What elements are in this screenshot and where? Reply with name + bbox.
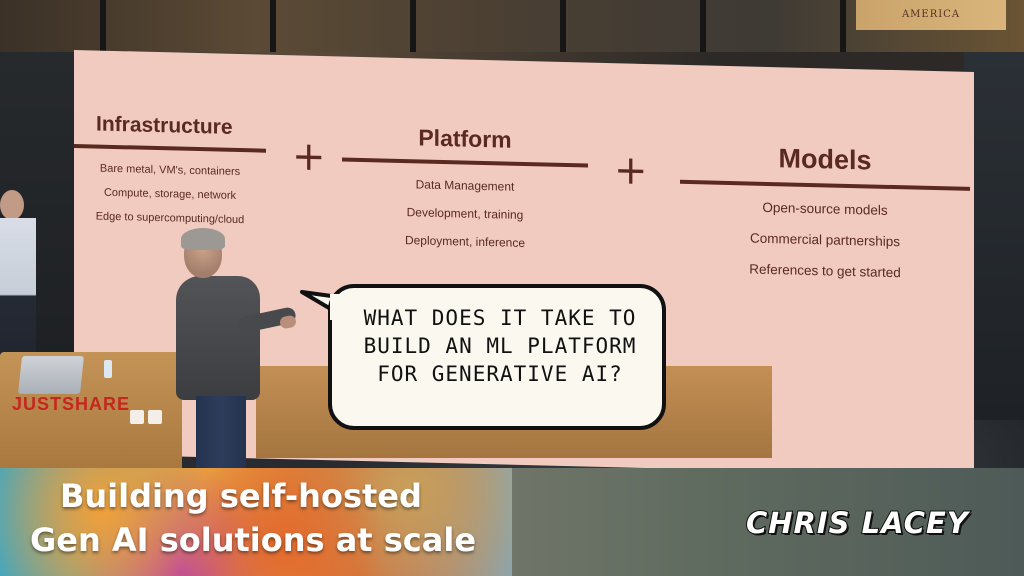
column-item: Bare metal, VM's, containers xyxy=(99,162,241,179)
podium-logo: JUSTSHARE xyxy=(12,394,131,414)
column-item: Commercial partnerships xyxy=(749,230,901,250)
column-item: Edge to supercomputing/cloud xyxy=(95,210,245,227)
slide-column-infrastructure: Infrastructure Bare metal, VM's, contain… xyxy=(74,112,266,239)
column-item: Open-source models xyxy=(762,199,888,218)
lower-third-banner: Building self-hosted Gen AI solutions at… xyxy=(0,468,1024,576)
column-item: Compute, storage, network xyxy=(103,186,237,202)
plus-sign: + xyxy=(614,147,648,195)
heading-rule xyxy=(342,157,588,168)
water-bottle xyxy=(104,360,112,378)
talk-title: Building self-hosted Gen AI solutions at… xyxy=(30,474,510,562)
speech-bubble: WHAT DOES IT TAKE TO BUILD AN ML PLATFOR… xyxy=(328,284,666,430)
slide-column-models: Models Open-source models Commercial par… xyxy=(680,141,970,298)
bubble-seam xyxy=(330,294,340,320)
talk-title-line-1: Building self-hosted xyxy=(60,477,422,515)
column-heading: Platform xyxy=(418,124,512,153)
wall-poster: AMERICA xyxy=(856,0,1006,30)
lower-third-backdrop xyxy=(512,468,1024,576)
column-item: Data Management xyxy=(415,177,515,194)
column-item: References to get started xyxy=(749,261,901,281)
speech-bubble-text: WHAT DOES IT TAKE TO BUILD AN ML PLATFOR… xyxy=(363,306,637,386)
heading-rule xyxy=(680,179,970,191)
heading-rule xyxy=(74,144,266,153)
column-item: Deployment, inference xyxy=(404,233,526,251)
right-wall xyxy=(964,52,1024,472)
slide-column-platform: Platform Data Management Development, tr… xyxy=(342,123,588,266)
plus-sign: + xyxy=(292,133,326,181)
upper-balcony xyxy=(0,0,1024,52)
speaker-name: CHRIS LACEY xyxy=(745,505,969,541)
speaker xyxy=(176,228,298,476)
column-item: Development, training xyxy=(406,205,524,222)
column-heading: Models xyxy=(778,143,872,176)
talk-title-line-2: Gen AI solutions at scale xyxy=(30,521,477,559)
podium-stickers xyxy=(130,410,162,424)
lower-third-pattern xyxy=(0,468,512,576)
column-heading: Infrastructure xyxy=(96,112,233,139)
laptop xyxy=(18,356,84,394)
